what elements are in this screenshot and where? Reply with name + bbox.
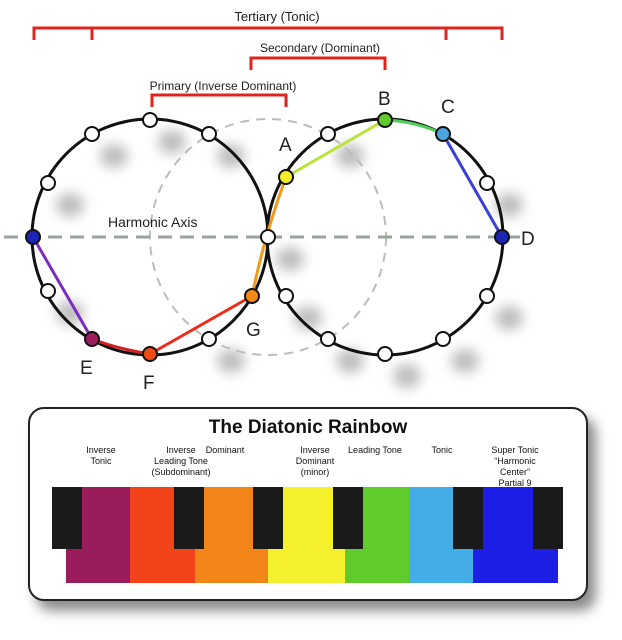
node-F [142,346,158,362]
node-shadow [158,130,186,154]
harmonic-diagram: Tertiary (Tonic) Secondary (Dominant) Pr… [4,9,535,394]
node-white [320,126,336,142]
tertiary-bracket [32,26,504,40]
node-white [40,175,56,191]
secondary-bracket [249,56,387,70]
primary-label: Primary (Inverse Dominant) [150,79,297,93]
key-label: Super Tonic “Harmonic Center” Partial 9 [491,445,539,488]
path-B-A [284,118,387,179]
key-label: Inverse Leading Tone (Subdominant) [151,445,211,477]
node-A [278,169,294,185]
node-E [84,331,100,347]
black-key [253,487,283,549]
panel-title: The Diatonic Rainbow [208,417,408,438]
label-A: A [279,135,292,156]
node-white [278,288,294,304]
label-D: D [521,229,535,250]
black-key [52,487,82,549]
node-G [244,288,260,304]
tertiary-label: Tertiary (Tonic) [234,9,319,24]
label-C: C [441,97,455,118]
node-shadow [217,349,245,373]
key-label: Tonic [431,445,453,455]
path-E-D [31,235,94,341]
key-label: Dominant [205,445,245,455]
node-white [201,331,217,347]
node-white [479,288,495,304]
black-key [533,487,563,549]
node-shadow [100,144,128,168]
key-label: Leading Tone [348,445,402,455]
node-shadow [336,144,364,168]
node-white [320,331,336,347]
node-shadow [495,306,523,330]
diatonic-rainbow-panel: The Diatonic Rainbow Inverse Tonic Invers… [28,407,588,601]
key-label: Inverse Tonic [86,445,116,466]
node-white [479,175,495,191]
node-white [260,229,276,245]
label-F: F [143,373,155,394]
node-shadow [56,193,84,217]
label-B: B [378,89,391,110]
harmonic-axis-label: Harmonic Axis [108,214,197,230]
node-shadow [495,193,523,217]
node-white [377,346,393,362]
primary-bracket [150,93,288,107]
node-C [435,126,451,142]
black-key [174,487,204,549]
black-key [453,487,483,549]
node-white [142,112,158,128]
node-shadows [56,130,523,388]
node-shadow [217,144,245,168]
node-white [435,331,451,347]
node-D-left [25,229,41,245]
node-shadow [56,301,84,325]
node-shadow [336,349,364,373]
node-shadow [294,306,322,330]
node-shadow [451,349,479,373]
path-G-F [148,294,254,356]
black-key [333,487,363,549]
secondary-label: Secondary (Dominant) [260,41,380,55]
node-white [84,126,100,142]
node-white [40,283,56,299]
node-D [494,229,510,245]
colored-nodes [25,112,510,362]
node-shadow [393,364,421,388]
key-label: Inverse Dominant (minor) [295,445,335,477]
node-B [377,112,393,128]
white-nodes [40,112,495,362]
node-white [201,126,217,142]
label-E: E [80,358,93,379]
label-G: G [246,320,261,341]
node-shadow [276,247,304,271]
path-D-C [441,132,504,239]
